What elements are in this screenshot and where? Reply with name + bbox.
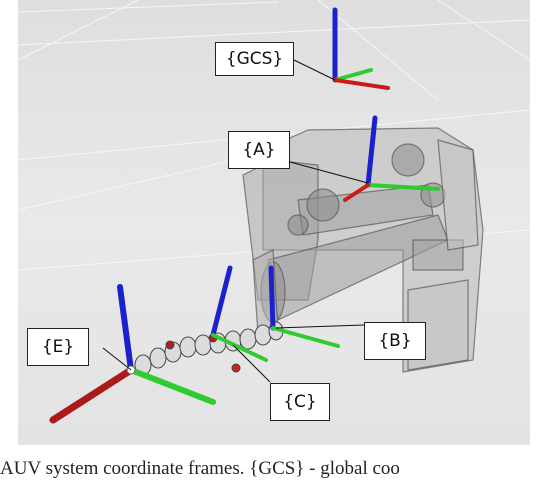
label-frame-c: {C} (270, 383, 330, 421)
frame-gcs-axes (332, 7, 390, 90)
label-leader-lines (102, 59, 369, 383)
tether-chain (134, 321, 284, 376)
frame-c-axes (210, 265, 268, 362)
figure-caption: AUV system coordinate frames. {GCS} - gl… (0, 458, 400, 479)
label-frame-b: {B} (364, 322, 426, 360)
label-frame-e: {E} (27, 328, 89, 366)
frame-b-axes (268, 265, 340, 348)
frame-a-axes (343, 115, 440, 202)
figure-panel: {GCS} {A} {B} {C} {E} (18, 0, 530, 445)
label-frame-gcs: {GCS} (215, 42, 294, 76)
frame-e-axes (49, 284, 216, 424)
label-frame-a: {A} (228, 131, 290, 169)
